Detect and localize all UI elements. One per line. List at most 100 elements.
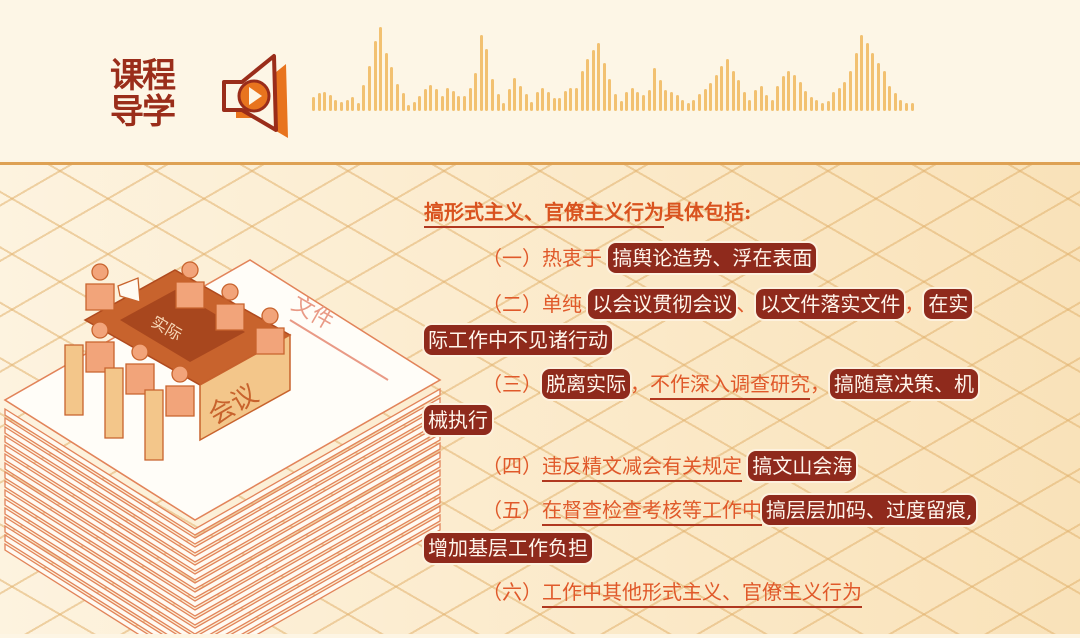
waveform-bar (513, 78, 517, 111)
waveform-bar (854, 53, 858, 111)
waveform-bar (468, 88, 472, 111)
waveform-bar (602, 63, 606, 111)
waveform-bar (502, 103, 506, 111)
waveform-bar (345, 100, 349, 111)
waveform-bar (446, 88, 450, 111)
waveform-bar (843, 82, 847, 111)
waveform-bar (535, 92, 539, 111)
waveform-bar (770, 100, 774, 111)
waveform-bar (809, 97, 813, 111)
waveform-bar (412, 102, 416, 111)
item-2-cont: 际工作中不见诸行动 (424, 324, 612, 356)
waveform-bar (429, 85, 433, 111)
waveform-bar (882, 71, 886, 111)
waveform-bar (608, 79, 612, 111)
waveform-bar (893, 93, 897, 111)
waveform-bar (871, 53, 875, 111)
waveform-bar (367, 66, 371, 111)
waveform-bar (552, 98, 556, 111)
waveform-bar (899, 100, 903, 111)
heading-underlined: 搞形式主义、官僚主义行为 (424, 200, 664, 228)
waveform-bar (787, 71, 791, 111)
item-number: （三） (482, 372, 542, 396)
waveform-bar (362, 85, 366, 111)
waveform-bar (664, 90, 668, 111)
waveform-bar (658, 80, 662, 111)
waveform-bar (491, 79, 494, 111)
waveform-bar (463, 96, 467, 111)
waveform-bar (731, 71, 735, 111)
title-line-2: 导学 (110, 92, 176, 132)
waveform-bar (407, 105, 411, 111)
separator: 、 (736, 292, 757, 316)
waveform-bar (518, 86, 522, 111)
waveform-bar (546, 92, 550, 111)
waveform-bar (837, 88, 841, 111)
underlined-text: 不作深入调查研究 (650, 372, 810, 400)
underlined-text: 在督查检查考核等工作中 (542, 498, 762, 526)
waveform-bar (709, 83, 713, 111)
waveform-bar (670, 92, 673, 111)
content-heading: 搞形式主义、官僚主义行为具体包括: (424, 196, 751, 228)
waveform-bar (323, 92, 327, 111)
waveform-bar (888, 86, 892, 111)
waveform-bar (865, 43, 869, 111)
waveform-bar (630, 88, 634, 111)
waveform-bar (334, 100, 338, 111)
waveform-bar (474, 73, 478, 111)
header: 课程 导学 (0, 0, 1080, 160)
waveform-bar (591, 50, 595, 111)
item-lead: 热衷于 (542, 246, 602, 270)
item-number: （六） (482, 580, 542, 604)
item-5: （五）在督查检查考核等工作中搞层层加码、过度留痕, (482, 494, 977, 526)
waveform-bar (379, 27, 383, 111)
highlight-pill: 搞舆论造势、浮在表面 (608, 243, 817, 273)
item-5-cont: 增加基层工作负担 (424, 532, 592, 564)
heading-rest: 具体包括: (664, 200, 752, 224)
audio-waveform (312, 26, 1012, 111)
waveform-bar (776, 86, 780, 111)
underlined-text: 违反精文减会有关规定 (542, 454, 742, 482)
waveform-bar (720, 66, 724, 111)
waveform-bar (574, 88, 578, 111)
waveform-bar (328, 95, 332, 111)
waveform-bar (312, 97, 315, 111)
waveform-bar (524, 94, 528, 111)
waveform-bar (563, 91, 567, 111)
waveform-bar (904, 103, 908, 111)
waveform-bar (558, 98, 562, 111)
waveform-bar (910, 103, 914, 111)
highlight-pill: 以会议贯彻会议 (588, 289, 737, 319)
waveform-bar (597, 43, 601, 111)
highlight-pill: 增加基层工作负担 (424, 533, 592, 563)
waveform-bar (804, 91, 808, 111)
speaker-play-icon[interactable] (218, 52, 290, 142)
waveform-bar (395, 84, 399, 111)
item-lead: 单纯 (542, 292, 582, 316)
waveform-bar (781, 76, 785, 111)
waveform-bar (826, 101, 830, 111)
waveform-bar (586, 59, 590, 111)
item-1: （一）热衷于 搞舆论造势、浮在表面 (482, 242, 817, 274)
waveform-bar (703, 89, 707, 111)
waveform-bar (675, 95, 679, 111)
highlight-pill: 际工作中不见诸行动 (424, 325, 612, 355)
waveform-bar (714, 75, 718, 111)
waveform-bar (451, 91, 455, 111)
waveform-bar (759, 86, 763, 111)
waveform-bar (793, 75, 797, 111)
waveform-bar (479, 35, 483, 111)
waveform-bar (821, 103, 825, 111)
waveform-bar (317, 93, 321, 111)
waveform-bar (339, 102, 343, 111)
waveform-bar (860, 35, 864, 111)
waveform-bar (849, 71, 852, 111)
item-3: （三）脱离实际，不作深入调查研究，搞随意决策、机 (482, 368, 978, 400)
header-divider (0, 162, 1080, 165)
waveform-bar (692, 100, 696, 111)
item-2: （二）单纯 以会议贯彻会议、以文件落实文件，在实 (482, 288, 973, 320)
waveform-bar (742, 92, 746, 111)
waveform-bar (496, 94, 500, 111)
waveform-bar (580, 71, 584, 111)
separator: ， (630, 372, 650, 396)
